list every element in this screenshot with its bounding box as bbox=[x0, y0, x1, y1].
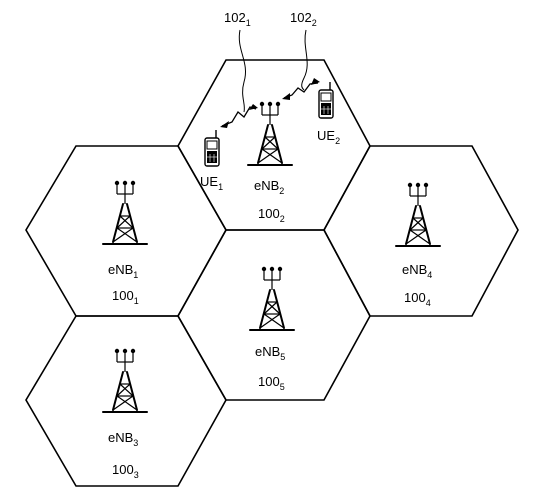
cell-hexagon-3 bbox=[25, 315, 227, 487]
ue-label-2: UE2 bbox=[317, 128, 340, 146]
cell-label-4: 1004 bbox=[404, 290, 431, 308]
link-label-102-1: 1021 bbox=[224, 10, 251, 28]
base-station-tower-icon bbox=[247, 100, 293, 166]
cell-label-2: 1002 bbox=[258, 206, 285, 224]
base-station-tower-icon bbox=[102, 179, 148, 245]
base-station-tower-icon bbox=[102, 347, 148, 413]
user-equipment-phone-icon bbox=[204, 129, 220, 167]
user-equipment-phone-icon bbox=[318, 81, 334, 119]
leader-line-102-2 bbox=[301, 29, 308, 91]
enb-label-1: eNB1 bbox=[108, 262, 138, 280]
enb-label-3: eNB3 bbox=[108, 430, 138, 448]
cell-label-1: 1001 bbox=[112, 288, 139, 306]
cell-label-5: 1005 bbox=[258, 374, 285, 392]
enb-label-2: eNB2 bbox=[254, 178, 284, 196]
base-station-tower-icon bbox=[395, 181, 441, 247]
enb-label-4: eNB4 bbox=[402, 262, 432, 280]
base-station-tower-icon bbox=[249, 265, 295, 331]
wireless-link-ue1 bbox=[220, 104, 258, 128]
enb-label-5: eNB5 bbox=[255, 344, 285, 362]
link-label-102-2: 1022 bbox=[290, 10, 317, 28]
cell-label-3: 1003 bbox=[112, 462, 139, 480]
wireless-link-ue2 bbox=[282, 78, 320, 100]
ue-label-1: UE1 bbox=[200, 174, 223, 192]
leader-line-102-1 bbox=[238, 29, 246, 113]
